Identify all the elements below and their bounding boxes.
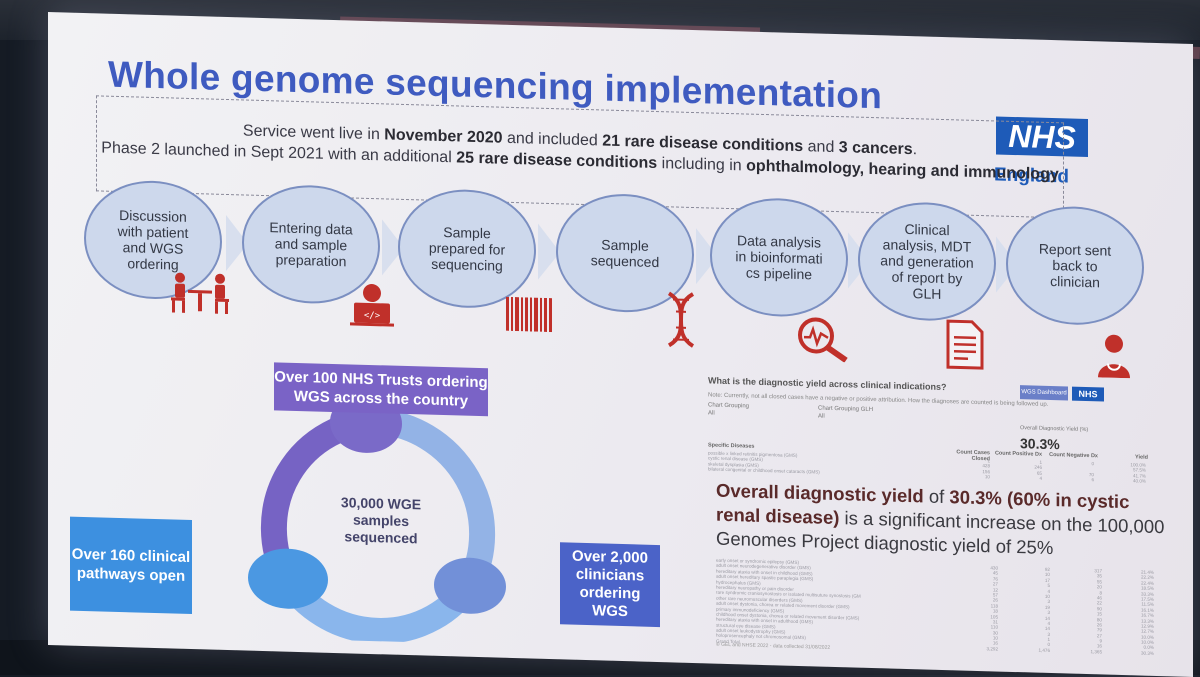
projection-screen: Whole genome sequencing implementation N…	[48, 12, 1193, 677]
ring-bubble-left	[248, 548, 328, 610]
step-sample-prep: Sample prepared for sequencing	[398, 188, 536, 310]
document-icon	[946, 319, 984, 370]
step-data-analysis: Data analysis in bioinformati cs pipelin…	[710, 196, 848, 318]
clinician-icon	[1094, 333, 1134, 378]
report-bottom-rows: early onset or syndromic epilepsy (GMS)4…	[716, 558, 1156, 657]
magnifier-chart-icon	[796, 315, 850, 363]
report-note: Note: Currently, not all closed cases ha…	[708, 392, 1048, 408]
service-summary-box: Service went live in November 2020 and i…	[96, 95, 1064, 218]
chart-grouping-label: Chart Grouping	[708, 402, 749, 409]
overall-yield-label: Overall Diagnostic Yield (%)	[1020, 425, 1088, 433]
clinicians-box: Over 2,000 clinicians ordering WGS	[560, 542, 660, 627]
svg-text:</>: </>	[364, 311, 381, 321]
step-report-sent: Report sent back to clinician	[1006, 205, 1144, 327]
overall-yield-value: 30.3%	[1020, 435, 1060, 452]
trusts-box: Over 100 NHS Trusts ordering WGS across …	[274, 362, 488, 416]
nhs-logo-small: NHS	[1072, 387, 1104, 402]
cell-negative: 6	[1042, 476, 1094, 483]
dna-icon	[663, 291, 699, 348]
cell-positive: 4	[990, 474, 1042, 481]
cell-closed: 10	[938, 473, 990, 480]
step-clinical-analysis: Clinical analysis, MDT and generation of…	[858, 201, 996, 323]
dashboard-badge: WGS Dashboard	[1020, 385, 1068, 400]
ring-center-label: 30,000 WGE samples sequenced	[329, 494, 433, 548]
chart-grouping-glh-value: All	[818, 414, 825, 420]
consultation-icon	[168, 269, 232, 315]
yield-statement: Overall diagnostic yield of 30.3% (60% i…	[716, 479, 1166, 564]
cell-yield: 40.0%	[1094, 477, 1146, 484]
laptop-code-icon: </>	[348, 282, 396, 327]
pathways-box: Over 160 clinical pathways open	[70, 517, 192, 614]
chart-grouping-value: All	[708, 410, 715, 416]
report-question: What is the diagnostic yield across clin…	[708, 375, 947, 392]
barcode-icon	[506, 297, 552, 332]
chart-grouping-glh-label: Chart Grouping GLH	[818, 406, 873, 414]
